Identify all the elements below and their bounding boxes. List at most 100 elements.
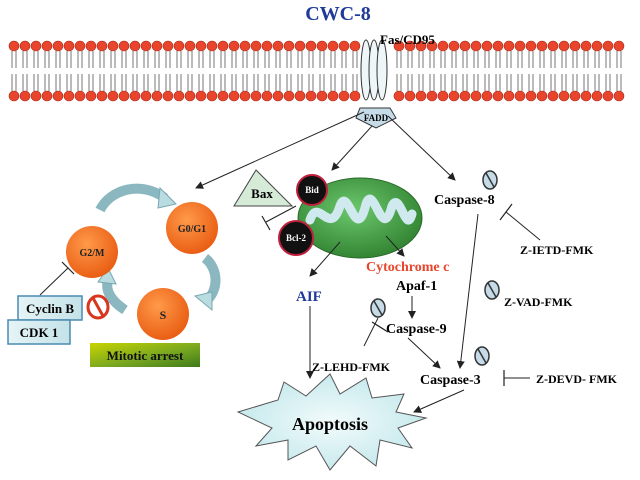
lipid-head: [63, 90, 75, 102]
lipid-head: [85, 40, 97, 52]
arrow-casp3-to-apoptosis: [413, 389, 465, 413]
lipid-head: [41, 90, 53, 102]
lipid-head: [19, 40, 31, 52]
fadd-label: FADD: [364, 113, 389, 123]
lipid-head: [316, 40, 328, 52]
lipid-head: [217, 90, 229, 102]
z-ietd-inhibit-line: [505, 211, 541, 241]
lipid-head: [294, 40, 306, 52]
lipid-head: [459, 90, 471, 102]
lipid-head: [206, 90, 218, 102]
bax-label: Bax: [251, 186, 273, 201]
mitotic-arrest-box: [90, 343, 200, 367]
phase-g0g1-label: G0/G1: [178, 224, 206, 235]
lipid-head: [195, 90, 207, 102]
apaf1-label: Apaf-1: [396, 279, 437, 294]
apoptosis-label: Apoptosis: [292, 414, 368, 434]
lipid-head: [184, 90, 196, 102]
lipid-head: [415, 40, 427, 52]
lipid-head: [547, 40, 559, 52]
lipid-head: [459, 40, 471, 52]
aif-label: AIF: [296, 289, 322, 305]
lipid-head: [239, 90, 251, 102]
phase-g2m-node: [66, 226, 118, 278]
lipid-head: [217, 40, 229, 52]
arrow-to-aif: [309, 241, 341, 277]
lipid-head: [525, 90, 537, 102]
lipid-head: [525, 40, 537, 52]
caspase-8-label: Caspase-8: [434, 193, 495, 208]
lipid-head: [96, 90, 108, 102]
lipid-head: [316, 90, 328, 102]
lipid-head: [261, 40, 273, 52]
cyclin-b-label: Cyclin B: [26, 301, 74, 316]
z-ietd-label: Z-IETD-FMK: [520, 243, 594, 257]
lipid-head: [547, 90, 559, 102]
z-lehd-label: Z-LEHD-FMK: [312, 360, 391, 374]
lipid-head: [558, 40, 570, 52]
lipid-head: [305, 40, 317, 52]
phase-s-node: [137, 288, 189, 340]
phase-g0g1-node: [166, 202, 218, 254]
lipid-head: [184, 40, 196, 52]
lipid-head: [129, 40, 141, 52]
diagram-title: CWC-8: [305, 3, 371, 25]
lipid-head: [228, 40, 240, 52]
lipid-head: [426, 40, 438, 52]
lipid-head: [404, 90, 416, 102]
caspase-3-label: Caspase-3: [420, 373, 481, 388]
lipid-head: [536, 90, 548, 102]
lipid-head: [107, 40, 119, 52]
lipid-head: [118, 90, 130, 102]
lipid-head: [437, 40, 449, 52]
lipid-head: [96, 40, 108, 52]
bcl2-node: [278, 220, 314, 256]
mitochondrion: [297, 177, 423, 259]
lipid-head: [173, 90, 185, 102]
lipid-head: [327, 90, 339, 102]
lipid-head: [602, 90, 614, 102]
lipid-head: [481, 40, 493, 52]
lipid-head: [514, 90, 526, 102]
lipid-head: [228, 90, 240, 102]
lipid-head: [448, 90, 460, 102]
lipid-head: [613, 40, 625, 52]
lipid-head: [30, 40, 42, 52]
lipid-head: [338, 40, 350, 52]
lipid-head: [8, 90, 20, 102]
lipid-head: [591, 90, 603, 102]
bid-node: [296, 174, 328, 206]
lipid-head: [272, 90, 284, 102]
lipid-head: [52, 40, 64, 52]
lipid-head: [492, 90, 504, 102]
lipid-head: [580, 40, 592, 52]
lipid-head: [239, 40, 251, 52]
lipid-head: [514, 40, 526, 52]
fas-receptor: [360, 39, 388, 101]
lipid-head: [393, 40, 405, 52]
cell-cycle: G0/G1 G2/M S: [66, 183, 221, 340]
lipid-head: [63, 40, 75, 52]
lipid-head: [173, 40, 185, 52]
z-devd-label: Z-DEVD- FMK: [536, 372, 618, 386]
cyclin-inhibit-line: [39, 267, 69, 296]
lipid-head: [8, 40, 20, 52]
lipid-head: [151, 90, 163, 102]
bax-inhibit-line: [265, 205, 297, 223]
lipid-head: [283, 40, 295, 52]
phase-g2m-label: G2/M: [80, 248, 106, 259]
lipid-head: [129, 90, 141, 102]
arrow-casp8-to-casp3: [456, 213, 479, 369]
lipid-head: [294, 90, 306, 102]
lipid-head: [283, 90, 295, 102]
lipid-head: [74, 40, 86, 52]
lipid-head: [349, 90, 361, 102]
lipid-head: [151, 40, 163, 52]
lipid-head: [140, 90, 152, 102]
lipid-head: [349, 40, 361, 52]
lipid-head: [591, 40, 603, 52]
lipid-head: [107, 90, 119, 102]
arrow-to-cytochrome: [385, 235, 405, 257]
lipid-head: [536, 40, 548, 52]
